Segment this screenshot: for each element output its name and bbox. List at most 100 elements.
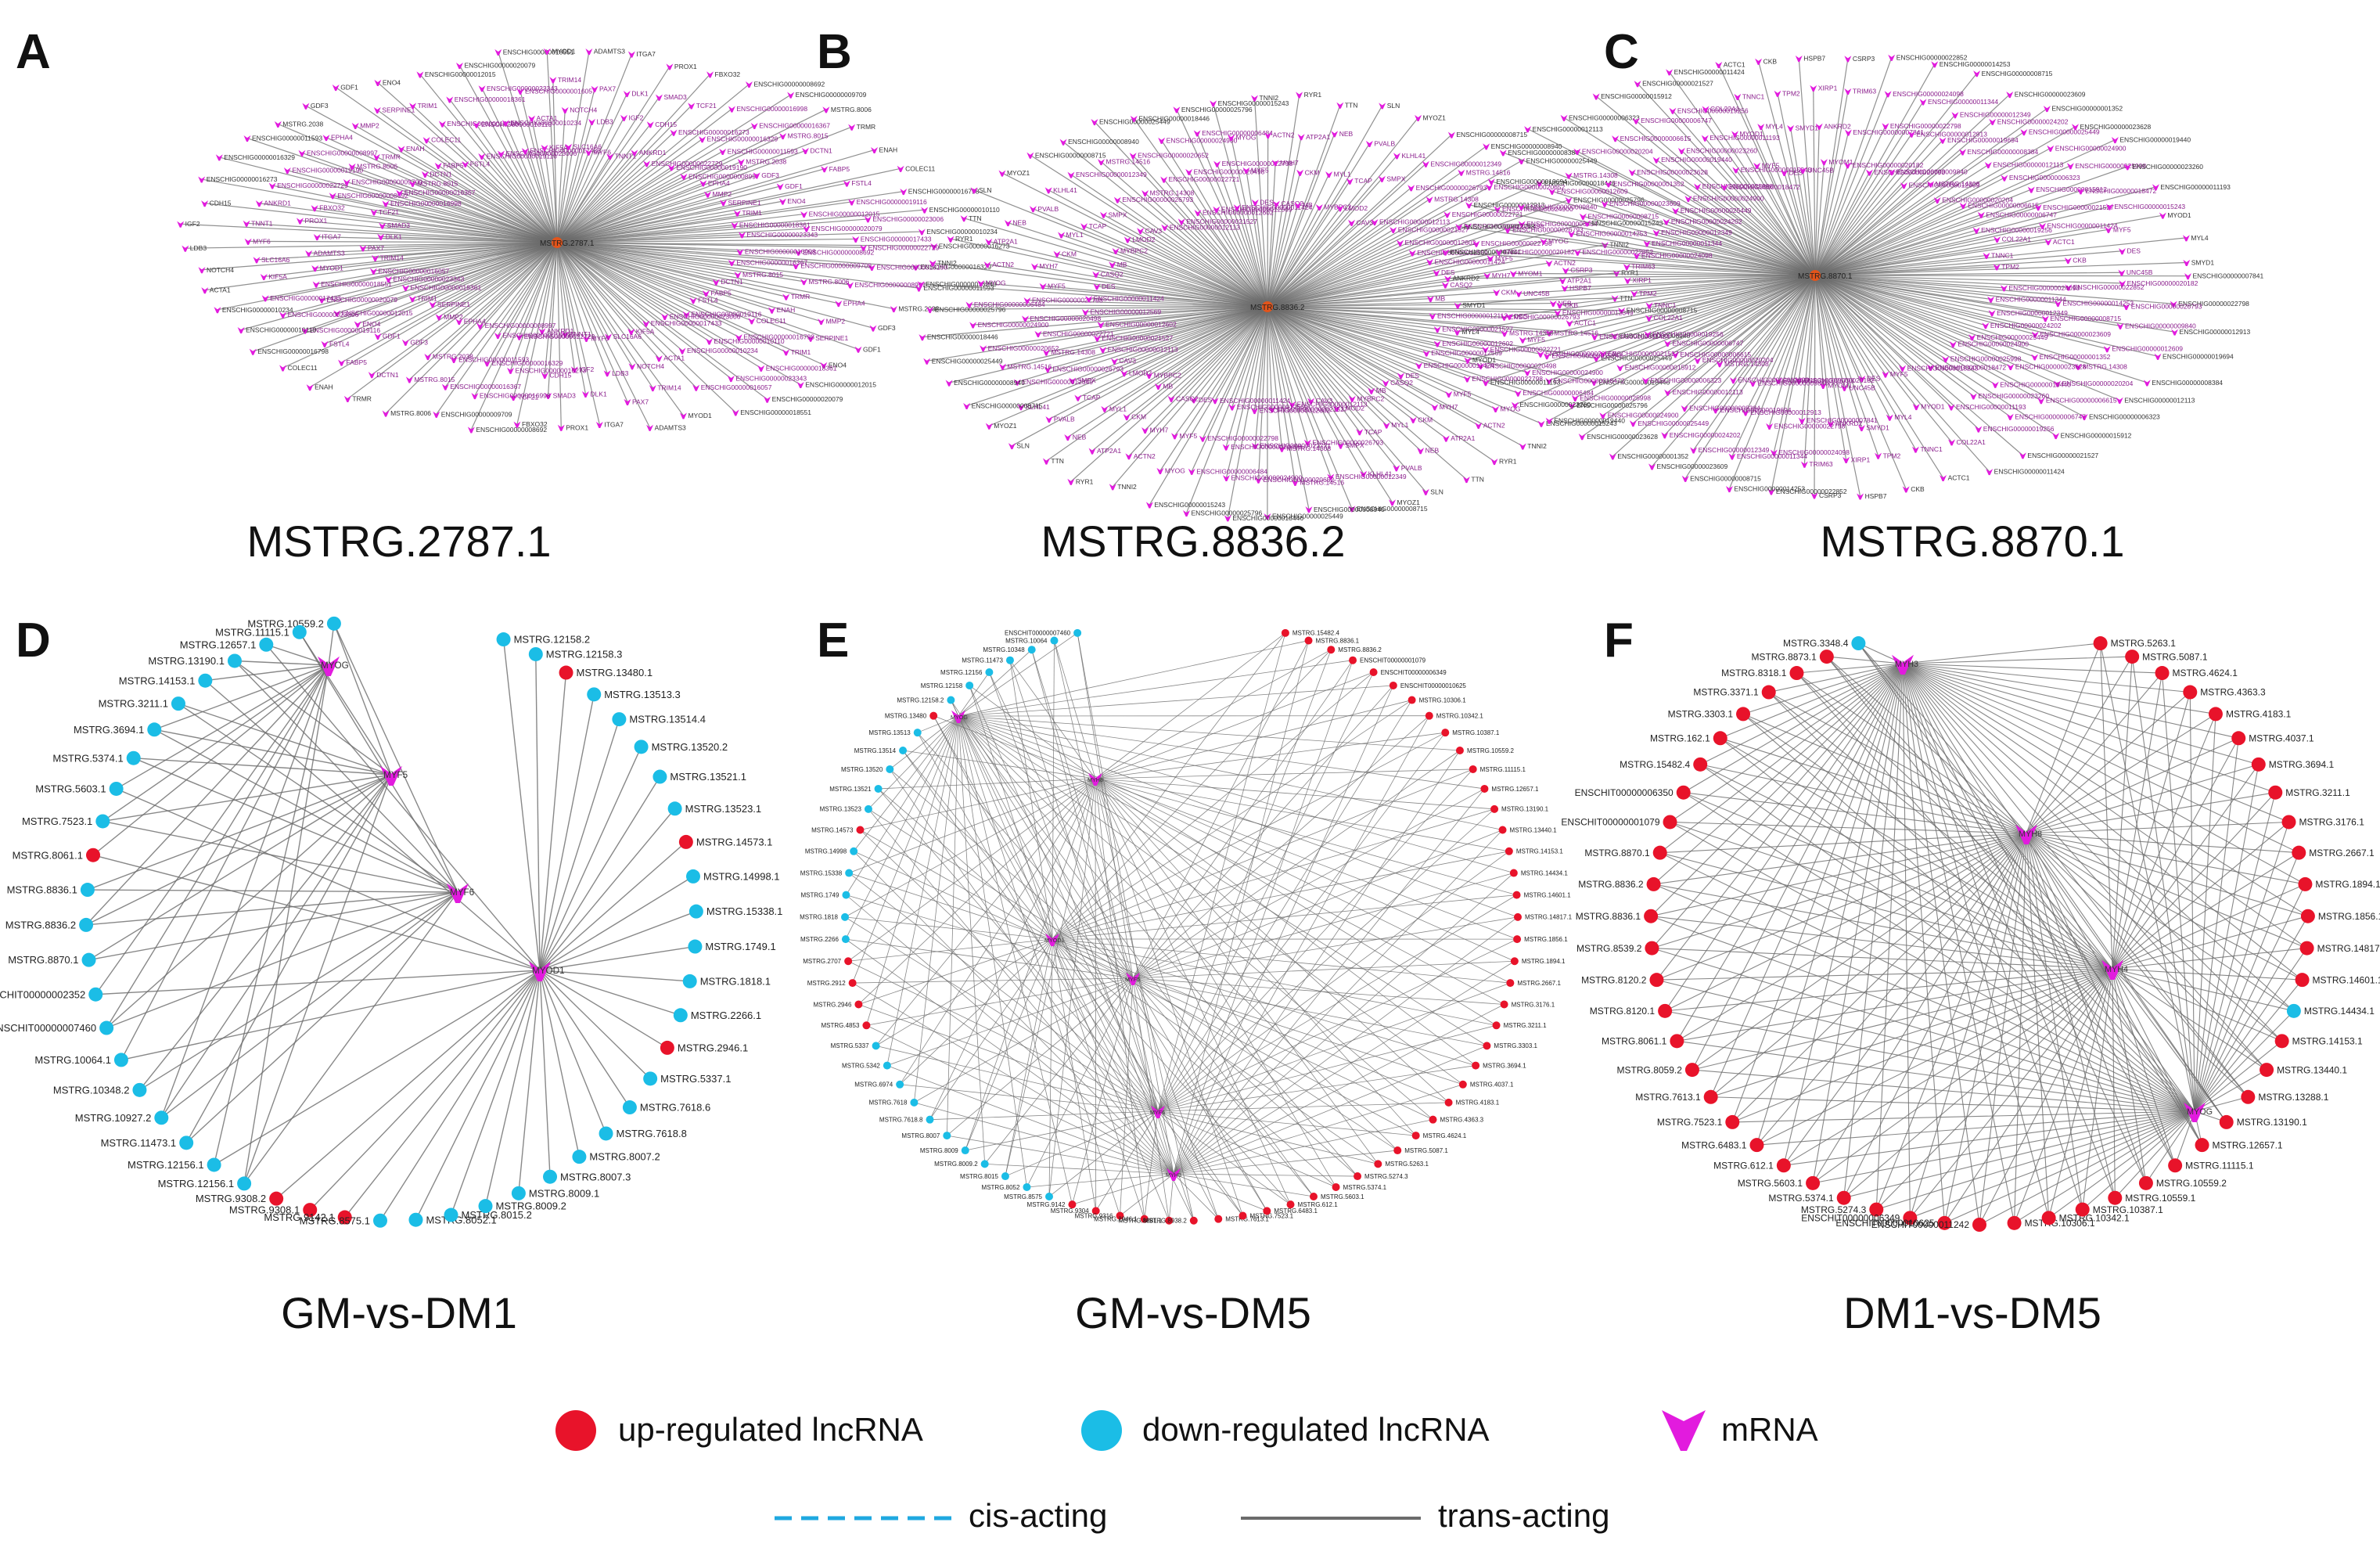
gene-label: ENSCHIG00000006615 bbox=[1620, 135, 1692, 142]
edge-line bbox=[265, 242, 558, 299]
edge-line bbox=[1803, 275, 1816, 465]
down-lncrna-node bbox=[673, 1008, 688, 1023]
gene-label: CAV3 bbox=[1119, 357, 1136, 365]
gene-node-46 bbox=[1857, 424, 1865, 432]
gene-label: ENSCHIG00000011344 bbox=[1928, 98, 1998, 106]
edge-line bbox=[1796, 663, 1904, 674]
down-lncrna-node bbox=[171, 696, 185, 711]
mrna-node bbox=[1151, 1105, 1165, 1118]
gene-label: ENSCHIG00000023260 bbox=[1978, 392, 2049, 400]
edge-line bbox=[556, 242, 919, 289]
edge-line bbox=[2026, 833, 2299, 854]
gene-node-191 bbox=[704, 191, 712, 198]
gene-label: MYOD1 bbox=[2167, 211, 2191, 219]
gene-node-41 bbox=[1360, 470, 1368, 477]
gene-label: ENSCHIG00000020182 bbox=[1803, 376, 1875, 384]
gene-label: ENSCHIG00000015243 bbox=[1218, 99, 1289, 107]
edge-line bbox=[1814, 171, 1893, 276]
gene-node-164 bbox=[627, 51, 635, 58]
gene-node-39 bbox=[1333, 405, 1341, 412]
gene-label: EPHA4 bbox=[464, 318, 486, 326]
gene-node-130 bbox=[1628, 169, 1636, 176]
gene-label: ENSCHIG00000018472 bbox=[1554, 376, 1625, 384]
gene-label: COLEC11 bbox=[431, 136, 461, 144]
gene-node-37 bbox=[692, 384, 700, 391]
gene-label: DES bbox=[1867, 375, 1881, 383]
edge-line bbox=[1705, 108, 1816, 276]
gene-node-94 bbox=[1566, 319, 1573, 327]
gene-label: ENSCHIG00000019256 bbox=[1652, 330, 1724, 338]
edge-line bbox=[556, 167, 901, 243]
gene-label: ENSCHIG00000011344 bbox=[1652, 239, 1722, 247]
edge-line bbox=[1002, 306, 1268, 367]
gene-label: ATP2A1 bbox=[1451, 434, 1475, 442]
edge-line bbox=[1728, 275, 1816, 489]
mrna-node bbox=[529, 961, 551, 981]
gene-node-19 bbox=[1415, 362, 1423, 369]
gene-node-13 bbox=[835, 301, 843, 308]
gene-label: TCF21 bbox=[696, 102, 717, 110]
gene-label: ENSCHIG00000016367 bbox=[404, 189, 476, 196]
gene-label: TTN bbox=[1051, 457, 1064, 465]
gene-label: KIF5A bbox=[549, 144, 568, 152]
lncrna-label: MSTRG.5087.1 bbox=[2142, 651, 2208, 662]
edge-line bbox=[2026, 833, 2083, 1210]
edge-line bbox=[1756, 968, 2113, 1146]
edge-line bbox=[1133, 118, 1268, 308]
gene-node-135 bbox=[1161, 224, 1169, 231]
edge-line bbox=[408, 242, 558, 380]
gene-node-101 bbox=[253, 257, 261, 264]
gene-node-167 bbox=[606, 153, 614, 160]
gene-node-82 bbox=[1074, 394, 1082, 401]
edge-line bbox=[2100, 642, 2195, 1112]
edge-line bbox=[2026, 656, 2133, 834]
gene-label: ENSCHIG00000012913 bbox=[1750, 408, 1821, 416]
edge-line bbox=[1031, 650, 1174, 1175]
edge-line bbox=[449, 99, 558, 243]
up-lncrna-node bbox=[1483, 1042, 1491, 1050]
edge-line bbox=[958, 715, 1464, 1085]
gene-node-112 bbox=[201, 200, 209, 207]
edge-line bbox=[1652, 833, 2027, 949]
up-lncrna-node bbox=[1684, 1063, 1699, 1078]
edge-line bbox=[1132, 788, 1485, 979]
lncrna-label: MSTRG.3694.1 bbox=[74, 724, 144, 736]
gene-label: ENSCHIG00000024202 bbox=[1671, 218, 1742, 225]
lncrna-label: MSTRG.2707 bbox=[803, 958, 841, 965]
edge-line bbox=[1149, 306, 1268, 506]
gene-node-44 bbox=[1902, 486, 1910, 493]
down-lncrna-node bbox=[572, 1150, 587, 1164]
edge-line bbox=[1732, 275, 1816, 381]
edge-line bbox=[1020, 306, 1268, 408]
gene-label: ENSCHIG00000024900 bbox=[1167, 136, 1238, 144]
gene-label: GDF1 bbox=[863, 345, 881, 353]
gene-node-74 bbox=[401, 339, 409, 346]
up-lncrna-node bbox=[2251, 757, 2266, 772]
lncrna-label: MSTRG.3303.1 bbox=[1494, 1042, 1537, 1049]
gene-node-160 bbox=[585, 49, 593, 56]
edge-line bbox=[509, 242, 558, 371]
gene-node-142 bbox=[1160, 176, 1168, 183]
edge-line bbox=[1231, 306, 1268, 408]
edge-line bbox=[1267, 306, 1422, 452]
lncrna-label: MSTRG.10348.2 bbox=[53, 1084, 130, 1096]
gene-node-82 bbox=[354, 321, 361, 328]
gene-label: ENSCHIG00000011424 bbox=[1599, 333, 1670, 340]
gene-node-139 bbox=[1720, 184, 1728, 191]
gene-node-22 bbox=[748, 318, 756, 325]
edge-line bbox=[933, 715, 1053, 940]
up-lncrna-node bbox=[2208, 707, 2223, 722]
edge-line bbox=[1814, 275, 2108, 350]
gene-label: ENSCHIG00000011593 bbox=[458, 355, 529, 363]
edge-line bbox=[154, 729, 392, 776]
edge-line bbox=[2112, 968, 2203, 1146]
gene-label: MSTRG.14516 bbox=[1008, 362, 1052, 370]
gene-label: MYF5 bbox=[1180, 432, 1198, 440]
edge-line bbox=[2112, 968, 2282, 1042]
edge-line bbox=[2194, 884, 2306, 1112]
gene-node-180 bbox=[787, 92, 795, 99]
edge-line bbox=[1115, 250, 1268, 308]
gene-label: ENSCHIG00000019190 bbox=[502, 332, 573, 340]
edge-line bbox=[1173, 1150, 1398, 1175]
gene-label: NEB bbox=[1073, 434, 1087, 441]
